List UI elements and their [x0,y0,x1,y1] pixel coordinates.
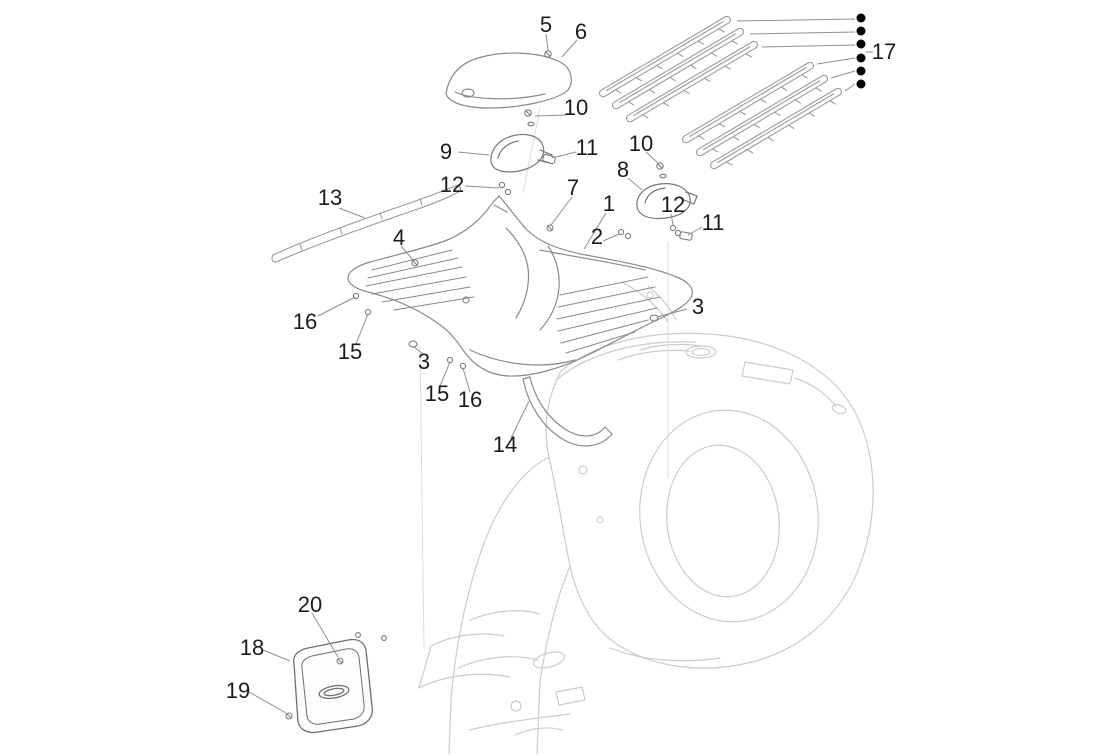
screw-icon [364,308,372,316]
screw-icon [446,356,454,364]
callout-17: 17 [871,39,897,64]
callout-3-left: 3 [417,349,431,374]
screw-icon [285,712,293,720]
callout-8: 8 [616,157,630,182]
callout-1: 1 [602,191,616,216]
floor-panel-art [347,195,693,377]
guide-lines [419,107,669,649]
callout-10-top: 10 [563,95,589,120]
screw-icon [459,362,467,370]
callout-18: 18 [239,635,265,660]
bullet-dot [856,13,866,23]
callout-12-right: 12 [660,192,686,217]
callout-12-upper: 12 [439,172,465,197]
side-trim-art [271,184,462,263]
callout-16-center: 16 [457,387,483,412]
screw-icon [498,181,512,196]
callout-16-left: 16 [292,309,318,334]
callout-2: 2 [590,224,604,249]
bullet-dot [856,39,866,49]
clip-icon [408,340,418,348]
screw-icon [336,657,344,665]
screw-icon [617,228,632,240]
clip-icon [679,231,693,241]
callout-15-center: 15 [424,381,450,406]
screw-icon [355,632,387,641]
screw-icon [411,259,419,267]
scooter-body-art [418,281,874,755]
frame-trim-art [522,376,613,447]
fasteners-art [285,50,693,720]
bottom-cover-art [292,638,374,734]
front-cover-art [445,52,572,109]
callout-11-upper: 11 [575,135,599,160]
callout-14: 14 [492,432,518,457]
callout-7: 7 [566,175,580,200]
callout-10-right: 10 [628,131,654,156]
callout-4: 4 [392,225,406,250]
clip-icon [542,153,556,165]
footrest-right-art [636,183,698,220]
callout-20: 20 [297,592,323,617]
rubber-strips-art [598,15,843,170]
callout-13: 13 [317,185,343,210]
screw-icon [546,224,554,232]
callout-5: 5 [539,12,553,37]
callout-15-left: 15 [337,339,363,364]
screw-icon [544,50,552,58]
callout-6: 6 [574,19,588,44]
leader-lines [248,18,873,714]
callout-11-right: 11 [701,210,725,235]
footrest-left-art [490,133,553,173]
callout-3-right: 3 [691,294,705,319]
bullet-dot [856,66,866,76]
screw-icon [656,162,667,179]
callout-9: 9 [439,139,453,164]
callout-19: 19 [225,678,251,703]
callout-dots [856,13,866,89]
clip-icon [649,314,659,322]
screw-icon [524,109,535,127]
bullet-dot [856,53,866,63]
screw-icon [669,224,682,237]
bullet-dot [856,26,866,36]
bullet-dot [856,79,866,89]
